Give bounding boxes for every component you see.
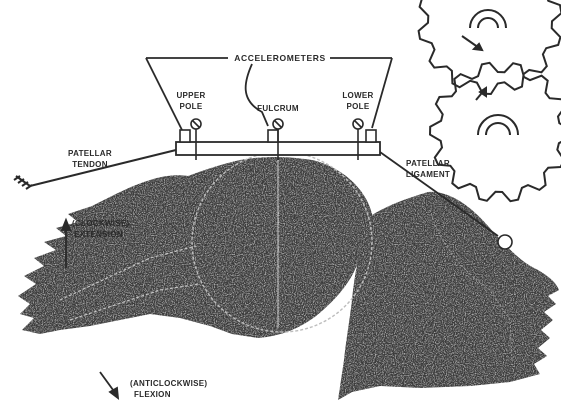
gear-lower-hub-inner xyxy=(486,123,510,135)
label-patellar-tendon-line1: PATELLAR xyxy=(68,149,112,158)
gear-upper-teeth xyxy=(419,0,561,94)
label-patellar-ligament-line2: LIGAMENT xyxy=(406,170,450,179)
label-flexion-line2: FLEXION xyxy=(134,390,171,399)
label-accelerometers: ACCELEROMETERS xyxy=(234,53,326,63)
gear-upper-hub-inner xyxy=(478,18,498,28)
label-patellar-ligament-line1: PATELLAR xyxy=(406,159,450,168)
gear-lower xyxy=(430,63,561,201)
label-lower-pole-line2: POLE xyxy=(347,102,370,111)
label-patellar-tendon-line2: TENDON xyxy=(72,160,108,169)
label-lower-pole-line1: LOWER xyxy=(342,91,373,100)
flexion-arrow xyxy=(100,372,118,398)
label-fulcrum: FULCRUM xyxy=(257,104,299,113)
label-upper-pole-line2: POLE xyxy=(180,102,203,111)
gear-lower-teeth xyxy=(430,63,561,201)
femur-shape xyxy=(18,157,372,338)
label-extension-line2: EXTENSION xyxy=(74,230,123,239)
ligament-attachment xyxy=(498,235,512,249)
label-extension-line1: (CLOCKWISE) xyxy=(72,219,130,228)
gear-upper xyxy=(419,0,561,94)
label-upper-pole-line1: UPPER xyxy=(176,91,205,100)
gear-lower-hub xyxy=(478,115,518,135)
label-flexion-line1: (ANTICLOCKWISE) xyxy=(130,379,207,388)
